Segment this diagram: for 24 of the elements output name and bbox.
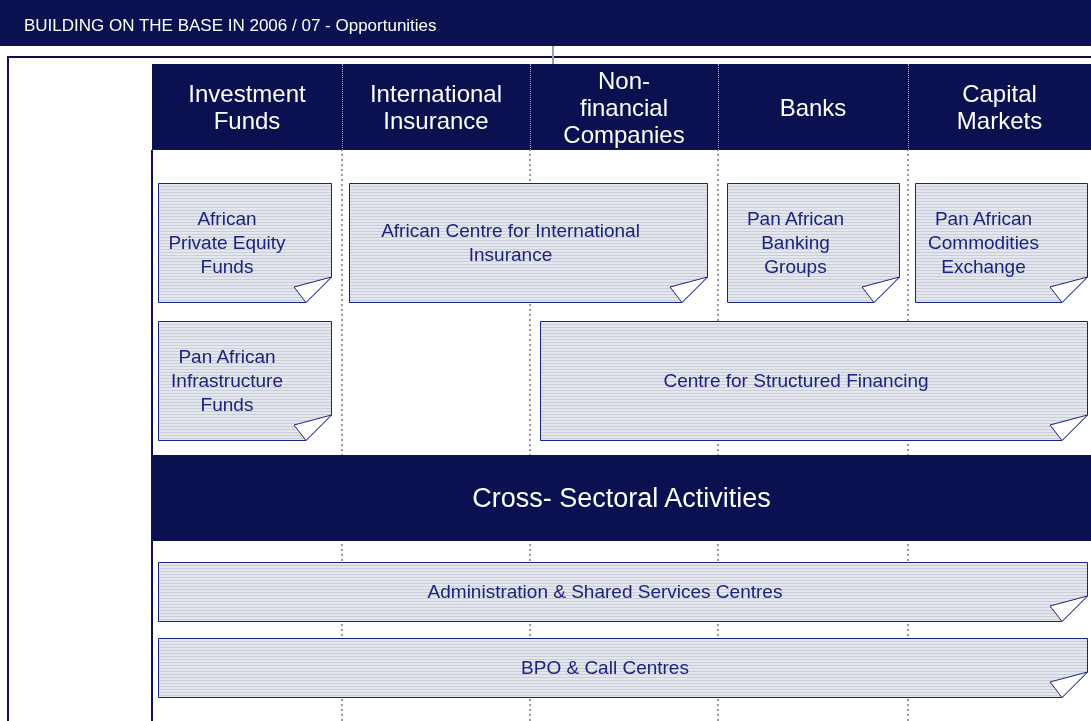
note-card [540, 321, 1088, 441]
header-label: Capital Markets [955, 80, 1044, 134]
header-label: Non-financial Companies [562, 66, 686, 148]
card-label: BPO & Call Centres [520, 656, 690, 680]
note-card [349, 183, 708, 303]
header-label: Investment Funds [187, 80, 307, 134]
card-label: Pan African Commodities Exchange [927, 207, 1040, 279]
card-label: Pan African Banking Groups [745, 207, 846, 279]
band-label: Cross- Sectoral Activities [472, 482, 771, 514]
header-label: Banks [779, 93, 847, 121]
section-band [152, 455, 1091, 541]
note-card [158, 638, 1088, 698]
note-card [915, 183, 1088, 303]
card-label: Centre for Structured Financing [662, 369, 930, 393]
title-text: BUILDING ON THE BASE IN 2006 / 07 - Opportunities [24, 16, 437, 36]
header-label: International Insurance [369, 80, 503, 134]
card-label: African Private Equity Funds [167, 207, 287, 279]
card-label: Administration & Shared Services Centres [426, 580, 784, 604]
note-card [727, 183, 900, 303]
note-card [158, 183, 332, 303]
note-card [158, 562, 1088, 622]
card-label: African Centre for International Insurance [380, 219, 641, 267]
card-label: Pan African Infrastructure Funds [170, 345, 284, 417]
note-card [158, 321, 332, 441]
